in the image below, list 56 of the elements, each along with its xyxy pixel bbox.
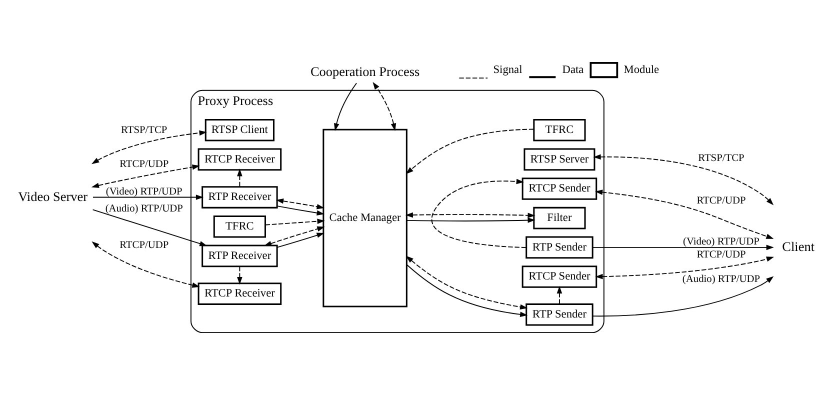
edge-label: RTCP/UDP — [696, 250, 746, 261]
edge-label: (Video) RTP/UDP — [683, 236, 760, 248]
arrow — [556, 286, 562, 304]
edge-label: RTCP/UDP — [120, 240, 169, 252]
arrow — [595, 256, 774, 280]
arrow — [406, 264, 528, 318]
node-box: Filter — [533, 206, 586, 230]
node-box: TFRC — [213, 215, 266, 238]
legend-label: Signal — [493, 64, 522, 76]
node-text: Client — [782, 238, 815, 254]
node-box: Cache Manager — [322, 128, 408, 308]
node-box: RTSP Server — [524, 148, 596, 171]
legend-label: Data — [562, 64, 584, 76]
node-box: RTP Receiver — [202, 186, 278, 208]
edge-label: RTSP/TCP — [121, 124, 168, 136]
arrow — [276, 206, 324, 216]
node-box: TFRC — [533, 118, 586, 142]
arrow — [91, 164, 200, 188]
arrow — [406, 128, 534, 174]
node-box: RTP Receiver — [202, 244, 278, 268]
arrow — [405, 212, 536, 218]
arrow — [276, 198, 324, 210]
edge-label: RTCP/UDP — [696, 196, 746, 207]
arrow — [431, 178, 526, 248]
arrow — [372, 82, 396, 131]
arrow — [406, 218, 536, 223]
node-text: Cooperation Process — [310, 64, 420, 79]
arrow — [334, 82, 357, 131]
edge-label: (Audio) RTP/UDP — [105, 203, 183, 214]
node-box: RTCP Sender — [522, 178, 598, 200]
edge-label: RTCP/UDP — [120, 158, 169, 170]
node-box: RTP Sender — [526, 236, 594, 259]
arrow — [406, 256, 528, 310]
legend-label: Module — [624, 64, 660, 76]
node-box: RTCP Sender — [522, 266, 598, 288]
node-box: RTP Sender — [526, 303, 594, 326]
arrow — [593, 154, 774, 206]
arrow — [592, 244, 774, 250]
arrow — [595, 190, 774, 239]
arrow — [592, 276, 774, 317]
node-text: Video Server — [18, 188, 88, 204]
edge-label: RTSP/TCP — [698, 153, 744, 164]
arrow — [276, 232, 324, 248]
node-box: RTCP Receiver — [198, 282, 282, 305]
node-box: RTCP Receiver — [198, 148, 282, 171]
arrow — [237, 266, 242, 285]
node-box: RTSP Client — [204, 118, 274, 142]
arrow — [92, 130, 207, 164]
edge-label: (Audio) RTP/UDP — [682, 274, 760, 286]
arrow — [264, 226, 325, 246]
arrow — [92, 241, 200, 288]
arrow — [92, 194, 204, 200]
edge-label: (Video) RTP/UDP — [106, 186, 182, 198]
arrow — [264, 218, 325, 226]
arrow — [92, 209, 208, 246]
arrow — [237, 168, 242, 188]
